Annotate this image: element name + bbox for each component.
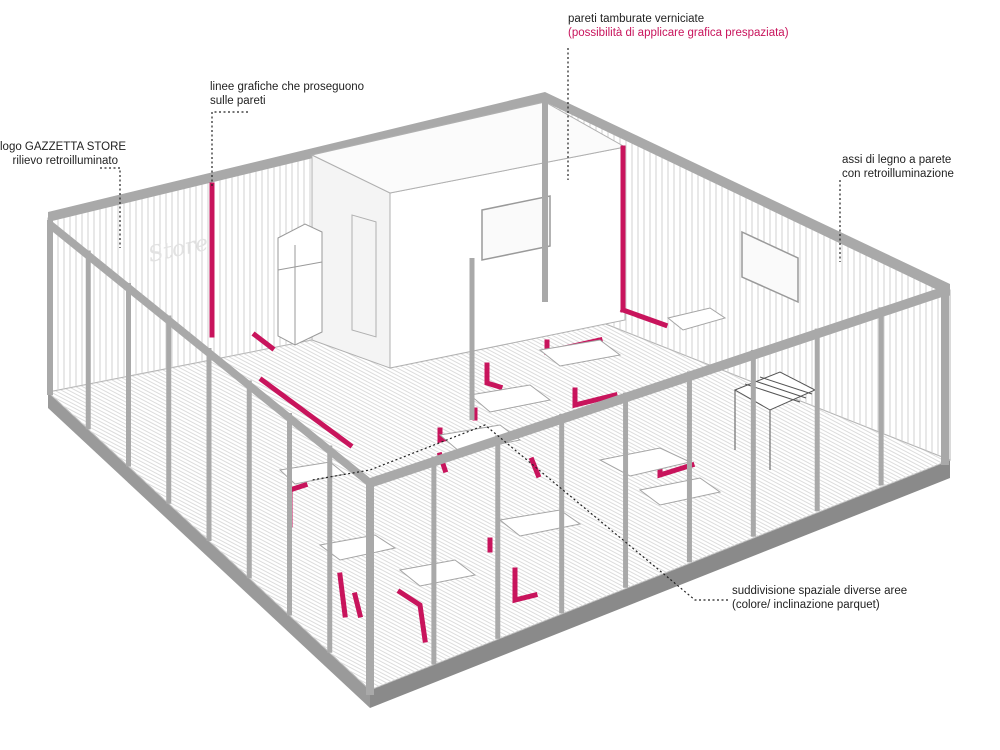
floor-plank (575, 300, 950, 690)
floor-plank (400, 300, 950, 690)
floor-plank (48, 300, 574, 690)
frame-front-left-rail (48, 218, 370, 488)
tv-screen-center (481, 195, 551, 261)
label-logo-line1: logo GAZZETTA STORE (0, 141, 127, 153)
floor-plank (330, 300, 950, 690)
floor-plank (48, 300, 567, 690)
retro-fridge (277, 223, 323, 346)
floor-plank (365, 300, 950, 690)
label-logo: logo GAZZETTA STORE rilievo retroillumin… (0, 140, 127, 168)
frame-top-right (545, 92, 950, 296)
label-pareti-line2: (possibilità di applicare grafica prespa… (568, 27, 789, 39)
floor-plank (393, 300, 950, 690)
door (351, 214, 377, 338)
floor-plank (428, 300, 950, 690)
label-assi-line2: con retroilluminazione (842, 168, 954, 180)
label-pareti-line1: pareti tamburate verniciate (568, 13, 705, 25)
floor-plank (414, 300, 950, 690)
leader-logo (100, 167, 121, 248)
floor-plank (48, 300, 609, 690)
label-suddivisione-line2: (colore/ inclinazione parquet) (732, 599, 880, 611)
floor-plank (351, 300, 950, 690)
label-suddivisione-line1: suddivisione spaziale diverse aree (732, 585, 908, 597)
frame-top-left (48, 92, 545, 222)
label-assi: assi di legno a parete con retroillumina… (842, 153, 954, 181)
base-plinth-right (370, 460, 950, 708)
floor-plank (379, 300, 950, 690)
floor-plank (316, 300, 950, 690)
floor-plank (386, 300, 950, 690)
leader-lines (100, 48, 841, 601)
frame-front-right-rail (370, 286, 945, 488)
floor-plank (48, 300, 595, 690)
furniture-benches (278, 307, 727, 587)
floor-plank (456, 300, 950, 690)
floor-plank (323, 300, 950, 690)
floor-plank (337, 300, 950, 690)
label-logo-line2: rilievo retroilluminato (12, 155, 118, 167)
base-plinth-left (48, 392, 370, 708)
floor-plank (442, 300, 950, 690)
floor-plank (421, 300, 950, 690)
floor-plank (48, 300, 581, 690)
floor-plank (48, 300, 546, 690)
floor-plank (407, 300, 950, 690)
floor-plank (449, 300, 950, 690)
label-linee: linee grafiche che proseguono sulle pare… (210, 80, 364, 108)
floor-plank (463, 300, 950, 690)
tv-screen-right (741, 230, 799, 304)
label-assi-line1: assi di legno a parete (842, 154, 952, 166)
magenta-wall-lines (209, 145, 669, 421)
floor-plank (48, 300, 637, 690)
leader-suddivisione (311, 424, 728, 601)
floor-plank (48, 300, 616, 690)
label-linee-line2: sulle pareti (210, 95, 266, 107)
floor-plank (48, 300, 602, 690)
front-glass-posts (85, 250, 884, 665)
label-suddivisione: suddivisione spaziale diverse aree (colo… (732, 584, 907, 612)
label-linee-line1: linee grafiche che proseguono (210, 81, 365, 93)
label-pareti: pareti tamburate verniciate (possibilità… (568, 12, 789, 40)
leader-linee (211, 111, 248, 188)
